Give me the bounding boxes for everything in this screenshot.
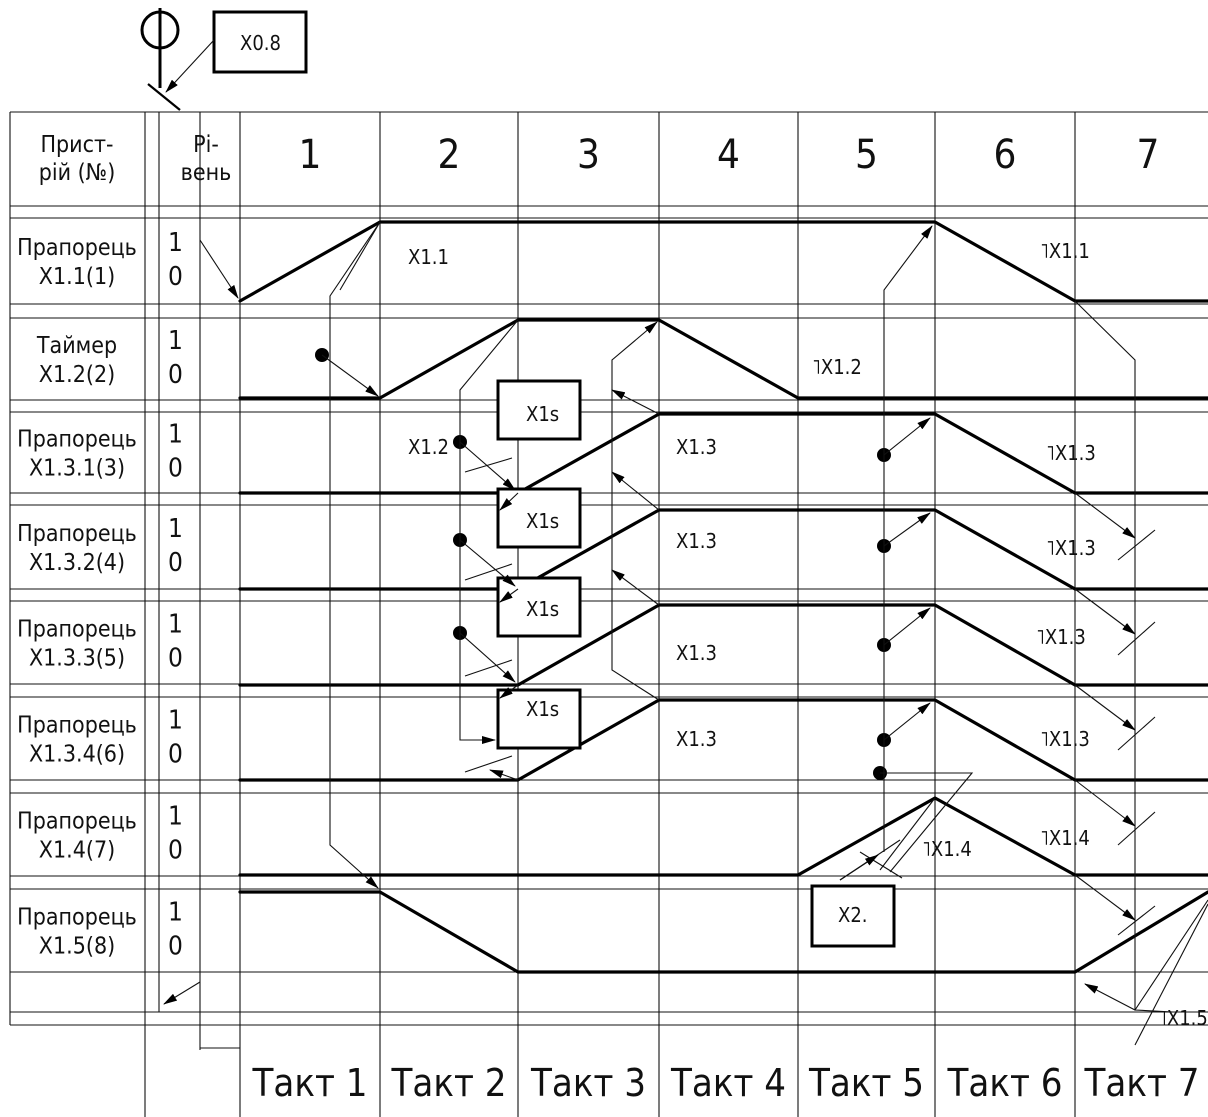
level-low: 0 (168, 740, 183, 770)
signal-label-nx15: ˥X1.5 (1158, 1006, 1208, 1030)
trace-x133 (238, 603, 1208, 687)
trace-x131 (238, 412, 1208, 495)
takt-label-4: Такт 4 (670, 1061, 786, 1105)
table-grid (9, 111, 1208, 1117)
trace-x134 (238, 698, 1208, 782)
level-high: 1 (168, 420, 183, 450)
signal-label-x1s: X1s (526, 402, 559, 426)
step-number-6: 6 (994, 132, 1017, 178)
x1s-box-4 (496, 688, 582, 750)
signal-label-x13: X1.3 (676, 641, 717, 665)
step-number-2: 2 (438, 132, 461, 178)
x1s-box-3 (496, 576, 582, 638)
trace-x12 (238, 318, 1208, 400)
signal-label-nx13: ˥X1.3 (1046, 441, 1096, 465)
signal-label-x1s: X1s (526, 697, 559, 721)
signal-label-x13: X1.3 (676, 727, 717, 751)
step-number-7: 7 (1137, 132, 1160, 178)
level-low: 0 (168, 644, 183, 674)
takt-label-1: Такт 1 (252, 1061, 368, 1105)
signal-label-nx13: ˥X1.3 (1036, 625, 1086, 649)
signal-label-x12: X1.2 (408, 435, 449, 459)
x2-box (810, 884, 896, 948)
level-high: 1 (168, 610, 183, 640)
level-low: 0 (168, 262, 183, 292)
signal-label-nx11: ˥X1.1 (1040, 239, 1090, 263)
device-column-header: Прист-рій (№) (39, 132, 116, 186)
step-numbers: 1 2 3 4 5 6 7 (299, 132, 1160, 178)
level-low: 0 (168, 932, 183, 962)
step-number-1: 1 (299, 132, 322, 178)
level-low: 0 (168, 360, 183, 390)
takt-labels: Такт 1 Такт 2 Такт 3 Такт 4 Такт 5 Такт 6 Такт… (252, 1061, 1200, 1105)
start-symbol: Ф X0.8 (140, 8, 308, 111)
level-high: 1 (168, 514, 183, 544)
condition-boxes (496, 379, 896, 948)
trace-x132 (238, 508, 1208, 591)
table-header: 1 2 3 4 5 6 7 Прист-рій (№) Рі-вень (39, 132, 1160, 186)
level-low: 0 (168, 454, 183, 484)
x1s-box-1 (496, 379, 582, 441)
signal-label-x11: X1.1 (408, 245, 449, 269)
level-column-header: Рі-вень (181, 132, 232, 186)
transition-links (163, 221, 1208, 1049)
trace-x15 (238, 890, 1208, 974)
signal-label-x13: X1.3 (676, 529, 717, 553)
signal-label-nx13: ˥X1.3 (1046, 536, 1096, 560)
signal-label-nx13: ˥X1.3 (1040, 727, 1090, 751)
x08-box (212, 10, 308, 74)
level-high: 1 (168, 706, 183, 736)
level-high: 1 (168, 326, 183, 356)
takt-label-7: Такт 7 (1084, 1061, 1200, 1105)
signal-label-x1s: X1s (526, 509, 559, 533)
step-number-3: 3 (577, 132, 600, 178)
level-low: 0 (168, 836, 183, 866)
signal-label-x1s: X1s (526, 597, 559, 621)
signal-label-nx14: ˥X1.4 (1040, 826, 1090, 850)
step-number-4: 4 (717, 132, 740, 178)
signal-label-nx12: ˥X1.2 (812, 355, 862, 379)
takt-label-6: Такт 6 (947, 1061, 1063, 1105)
takt-label-2: Такт 2 (391, 1061, 507, 1105)
x08-label: X0.8 (240, 31, 281, 55)
level-high: 1 (168, 228, 183, 258)
level-high: 1 (168, 898, 183, 928)
takt-label-5: Такт 5 (808, 1061, 924, 1105)
signal-traces (238, 220, 1208, 974)
level-low: 0 (168, 548, 183, 578)
trace-x11 (238, 220, 1208, 303)
takt-label-3: Такт 3 (530, 1061, 646, 1105)
signal-label-x13: X1.3 (676, 435, 717, 459)
signal-label-x2: X2. (838, 903, 867, 927)
step-number-5: 5 (855, 132, 878, 178)
level-high: 1 (168, 802, 183, 832)
signal-label-nx14: ˥X1.4 (922, 837, 972, 861)
